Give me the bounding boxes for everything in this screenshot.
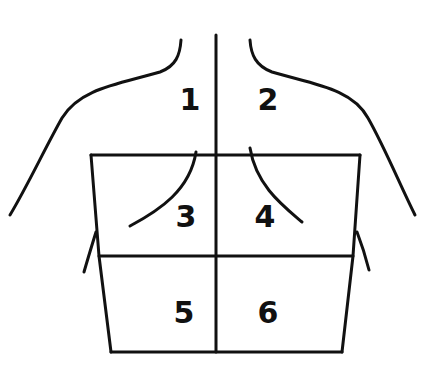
hip-line [111,351,342,354]
callout-number: 4 [255,202,276,232]
torso-side-left [91,155,111,352]
callout-number: 3 [176,202,197,232]
midline [215,35,218,352]
arm-inner-left [84,232,96,272]
callout-number: 1 [180,85,201,115]
chest-line [91,154,360,157]
arm-inner-right [357,232,369,270]
callout-number: 2 [258,85,279,115]
waist-line [99,255,353,258]
neck-shoulder-arm-left [10,40,181,215]
callout-number: 5 [174,298,195,328]
torso-side-right [342,155,360,352]
callout-number: 6 [258,298,279,328]
neck-shoulder-arm-right [250,40,415,215]
